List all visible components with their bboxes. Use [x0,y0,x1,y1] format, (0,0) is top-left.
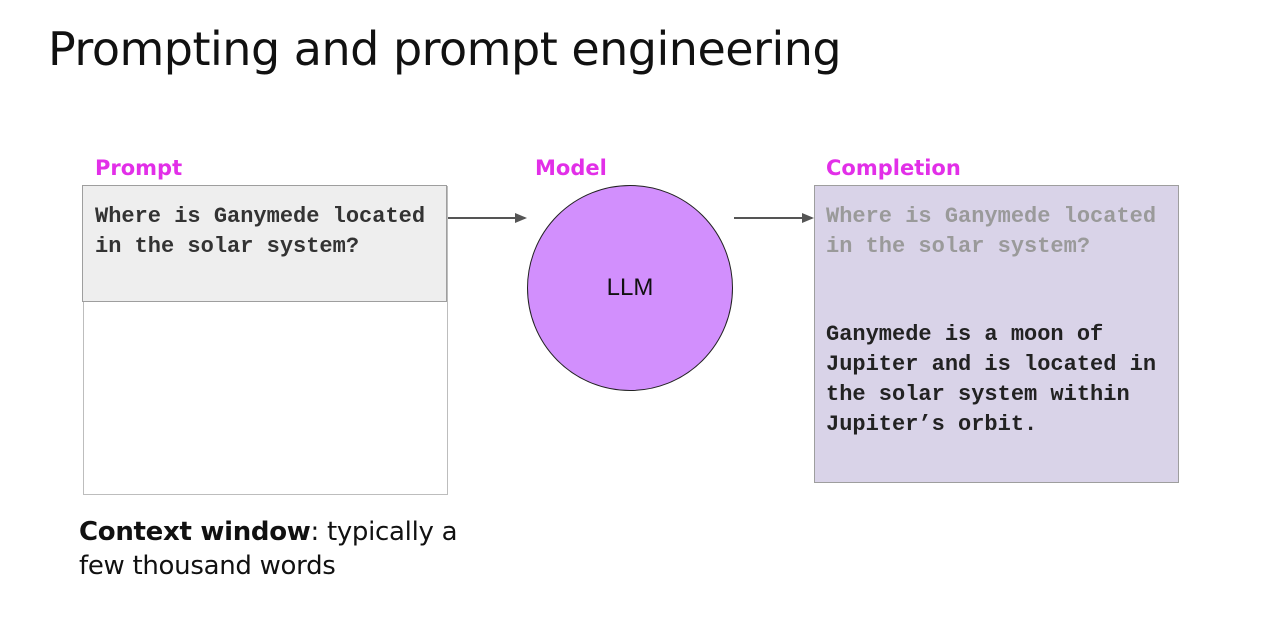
completion-label: Completion [826,156,961,180]
context-window-caption: Context window: typically a few thousand… [79,515,459,583]
prompt-box: Where is Ganymede located in the solar s… [82,185,447,302]
completion-echoed-prompt: Where is Ganymede located in the solar s… [826,204,1170,259]
completion-answer: Ganymede is a moon of Jupiter and is loc… [826,322,1170,437]
completion-box: Where is Ganymede located in the solar s… [814,185,1179,483]
model-label: Model [535,156,607,180]
llm-circle: LLM [527,185,733,391]
prompt-label: Prompt [95,156,183,180]
prompt-text: Where is Ganymede located in the solar s… [95,204,439,259]
llm-label: LLM [606,274,654,301]
slide-title: Prompting and prompt engineering [48,22,842,76]
caption-rest: : typically a few thousand words [79,517,458,581]
caption-bold: Context window [79,517,311,547]
